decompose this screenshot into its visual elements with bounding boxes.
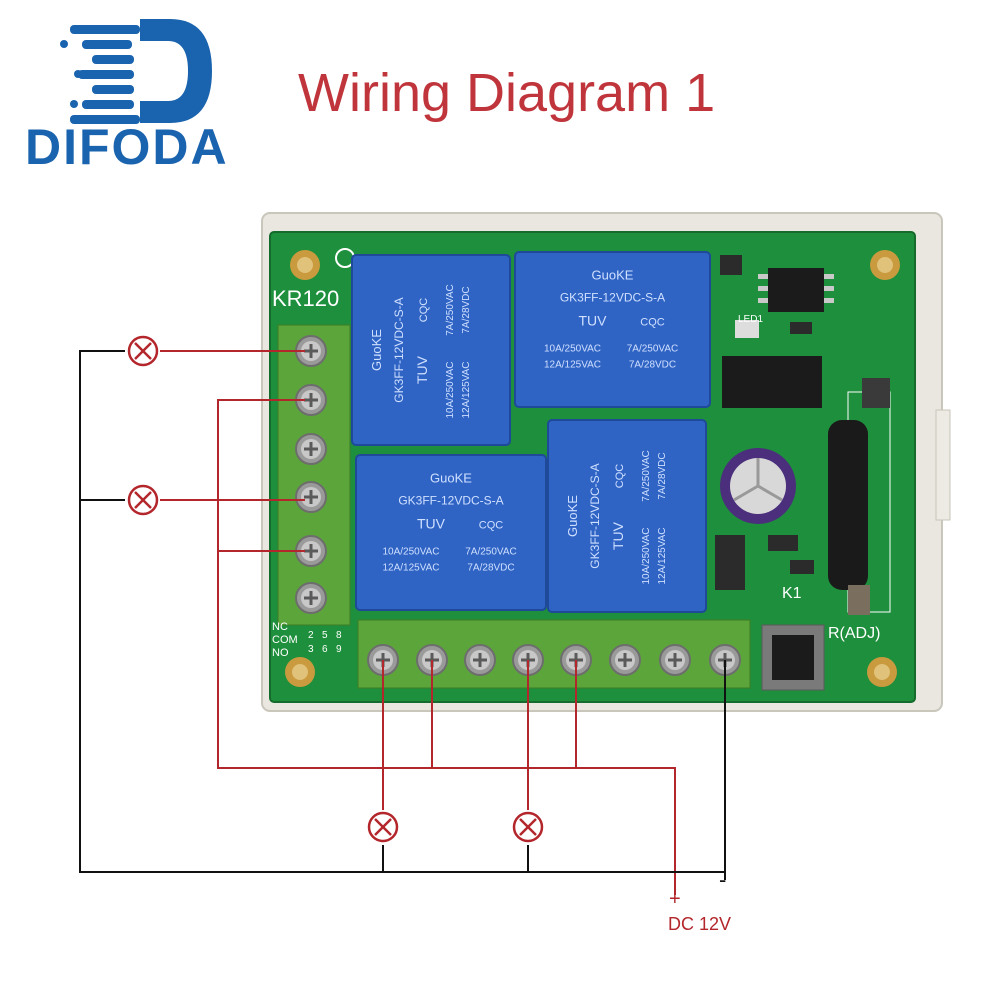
- mounting-screw-icon: [285, 250, 900, 687]
- relay-text: 7A/28VDC: [461, 286, 472, 333]
- terminal-screw-icon: [295, 481, 327, 513]
- terminal-number: 8: [336, 630, 342, 641]
- relay-text: CQC: [640, 317, 665, 329]
- terminal-number: 3: [308, 644, 314, 655]
- page-title: Wiring Diagram 1: [298, 63, 716, 123]
- bottom-terminal-block: [357, 619, 751, 689]
- terminal-label-com: COM: [272, 634, 298, 646]
- relay-2: GuoKE GK3FF-12VDC-S-A TUV CQC 10A/250VAC 7A/2…: [514, 251, 711, 408]
- relay-text: 10A/250VAC: [445, 361, 456, 418]
- relay-text: GK3FF-12VDC-S-A: [392, 297, 406, 402]
- relay-text: TUV: [579, 313, 608, 329]
- antenna-coil: [828, 378, 891, 615]
- relay-text: 10A/250VAC: [382, 547, 439, 558]
- difoda-logo-icon: [60, 19, 212, 124]
- terminal-screw-icon: [295, 535, 327, 567]
- relay-text: 12A/125VAC: [461, 361, 472, 418]
- brand-name: DIFODA: [25, 119, 229, 175]
- relay-text: TUV: [414, 355, 430, 384]
- adjust-button[interactable]: [761, 624, 825, 691]
- relay-text: CQC: [614, 464, 626, 489]
- terminal-screw-icon: [609, 644, 641, 676]
- relay-4: GuoKE GK3FF-12VDC-S-A TUV CQC 10A/250VAC 7A/2…: [547, 419, 707, 613]
- board-model-label: KR120: [272, 286, 339, 311]
- lamp-load-icon: [127, 335, 159, 367]
- relay-text: TUV: [610, 521, 626, 550]
- relay-text: 7A/28VDC: [657, 452, 668, 499]
- left-terminal-block: [277, 324, 351, 626]
- relay-text: 10A/250VAC: [641, 527, 652, 584]
- relay-text: CQC: [418, 298, 430, 323]
- relay-text: GK3FF-12VDC-S-A: [398, 494, 503, 508]
- terminal-screw-icon: [464, 644, 496, 676]
- relay-text: GuoKE: [369, 329, 384, 371]
- positive-wires: [160, 350, 676, 895]
- relay-text: 7A/250VAC: [445, 284, 456, 336]
- terminal-number: 9: [336, 644, 342, 655]
- button-label: R(ADJ): [828, 625, 880, 642]
- negative-wires: [79, 350, 726, 880]
- terminal-label-nc: NC: [272, 621, 288, 633]
- terminal-screw-icon: [659, 644, 691, 676]
- relay-text: TUV: [417, 516, 446, 532]
- relay-text: 12A/125VAC: [382, 563, 439, 574]
- k1-label: K1: [782, 585, 802, 602]
- capacitor: [720, 448, 796, 524]
- relay-text: 7A/28VDC: [629, 360, 676, 371]
- relay-text: 7A/250VAC: [641, 450, 652, 502]
- terminal-label-no: NO: [272, 647, 289, 659]
- lamp-load-icon: [367, 811, 399, 843]
- relay-text: 10A/250VAC: [544, 344, 601, 355]
- dc-plus-label: +: [669, 888, 681, 910]
- relay-text: 7A/250VAC: [465, 547, 517, 558]
- relay-text: 12A/125VAC: [657, 527, 668, 584]
- relay-text: 12A/125VAC: [544, 360, 601, 371]
- ic-chip: [722, 268, 824, 408]
- dc-minus-label: -: [719, 867, 726, 892]
- relay-text: 7A/28VDC: [467, 563, 514, 574]
- relay-1: GuoKE GK3FF-12VDC-S-A TUV CQC 10A/250VAC 7A/2…: [351, 254, 511, 446]
- relay-text: GuoKE: [430, 471, 472, 486]
- led-label: LED1: [738, 314, 763, 325]
- relay-text: GuoKE: [592, 268, 634, 283]
- terminal-screw-icon: [295, 582, 327, 614]
- relay-text: GuoKE: [565, 495, 580, 537]
- relay-text: CQC: [479, 520, 504, 532]
- terminal-number: 6: [322, 644, 328, 655]
- terminal-number: 2: [308, 630, 314, 641]
- relay-text: GK3FF-12VDC-S-A: [588, 463, 602, 568]
- relay-text: 7A/250VAC: [627, 344, 679, 355]
- relay-text: GK3FF-12VDC-S-A: [560, 291, 665, 305]
- relay-3: GuoKE GK3FF-12VDC-S-A TUV CQC 10A/250VAC 7A/2…: [355, 454, 547, 611]
- terminal-number: 5: [322, 630, 328, 641]
- lamp-load-icon: [512, 811, 544, 843]
- terminal-screw-icon: [295, 433, 327, 465]
- dc-voltage-label: DC 12V: [668, 914, 731, 934]
- lamp-load-icon: [127, 484, 159, 516]
